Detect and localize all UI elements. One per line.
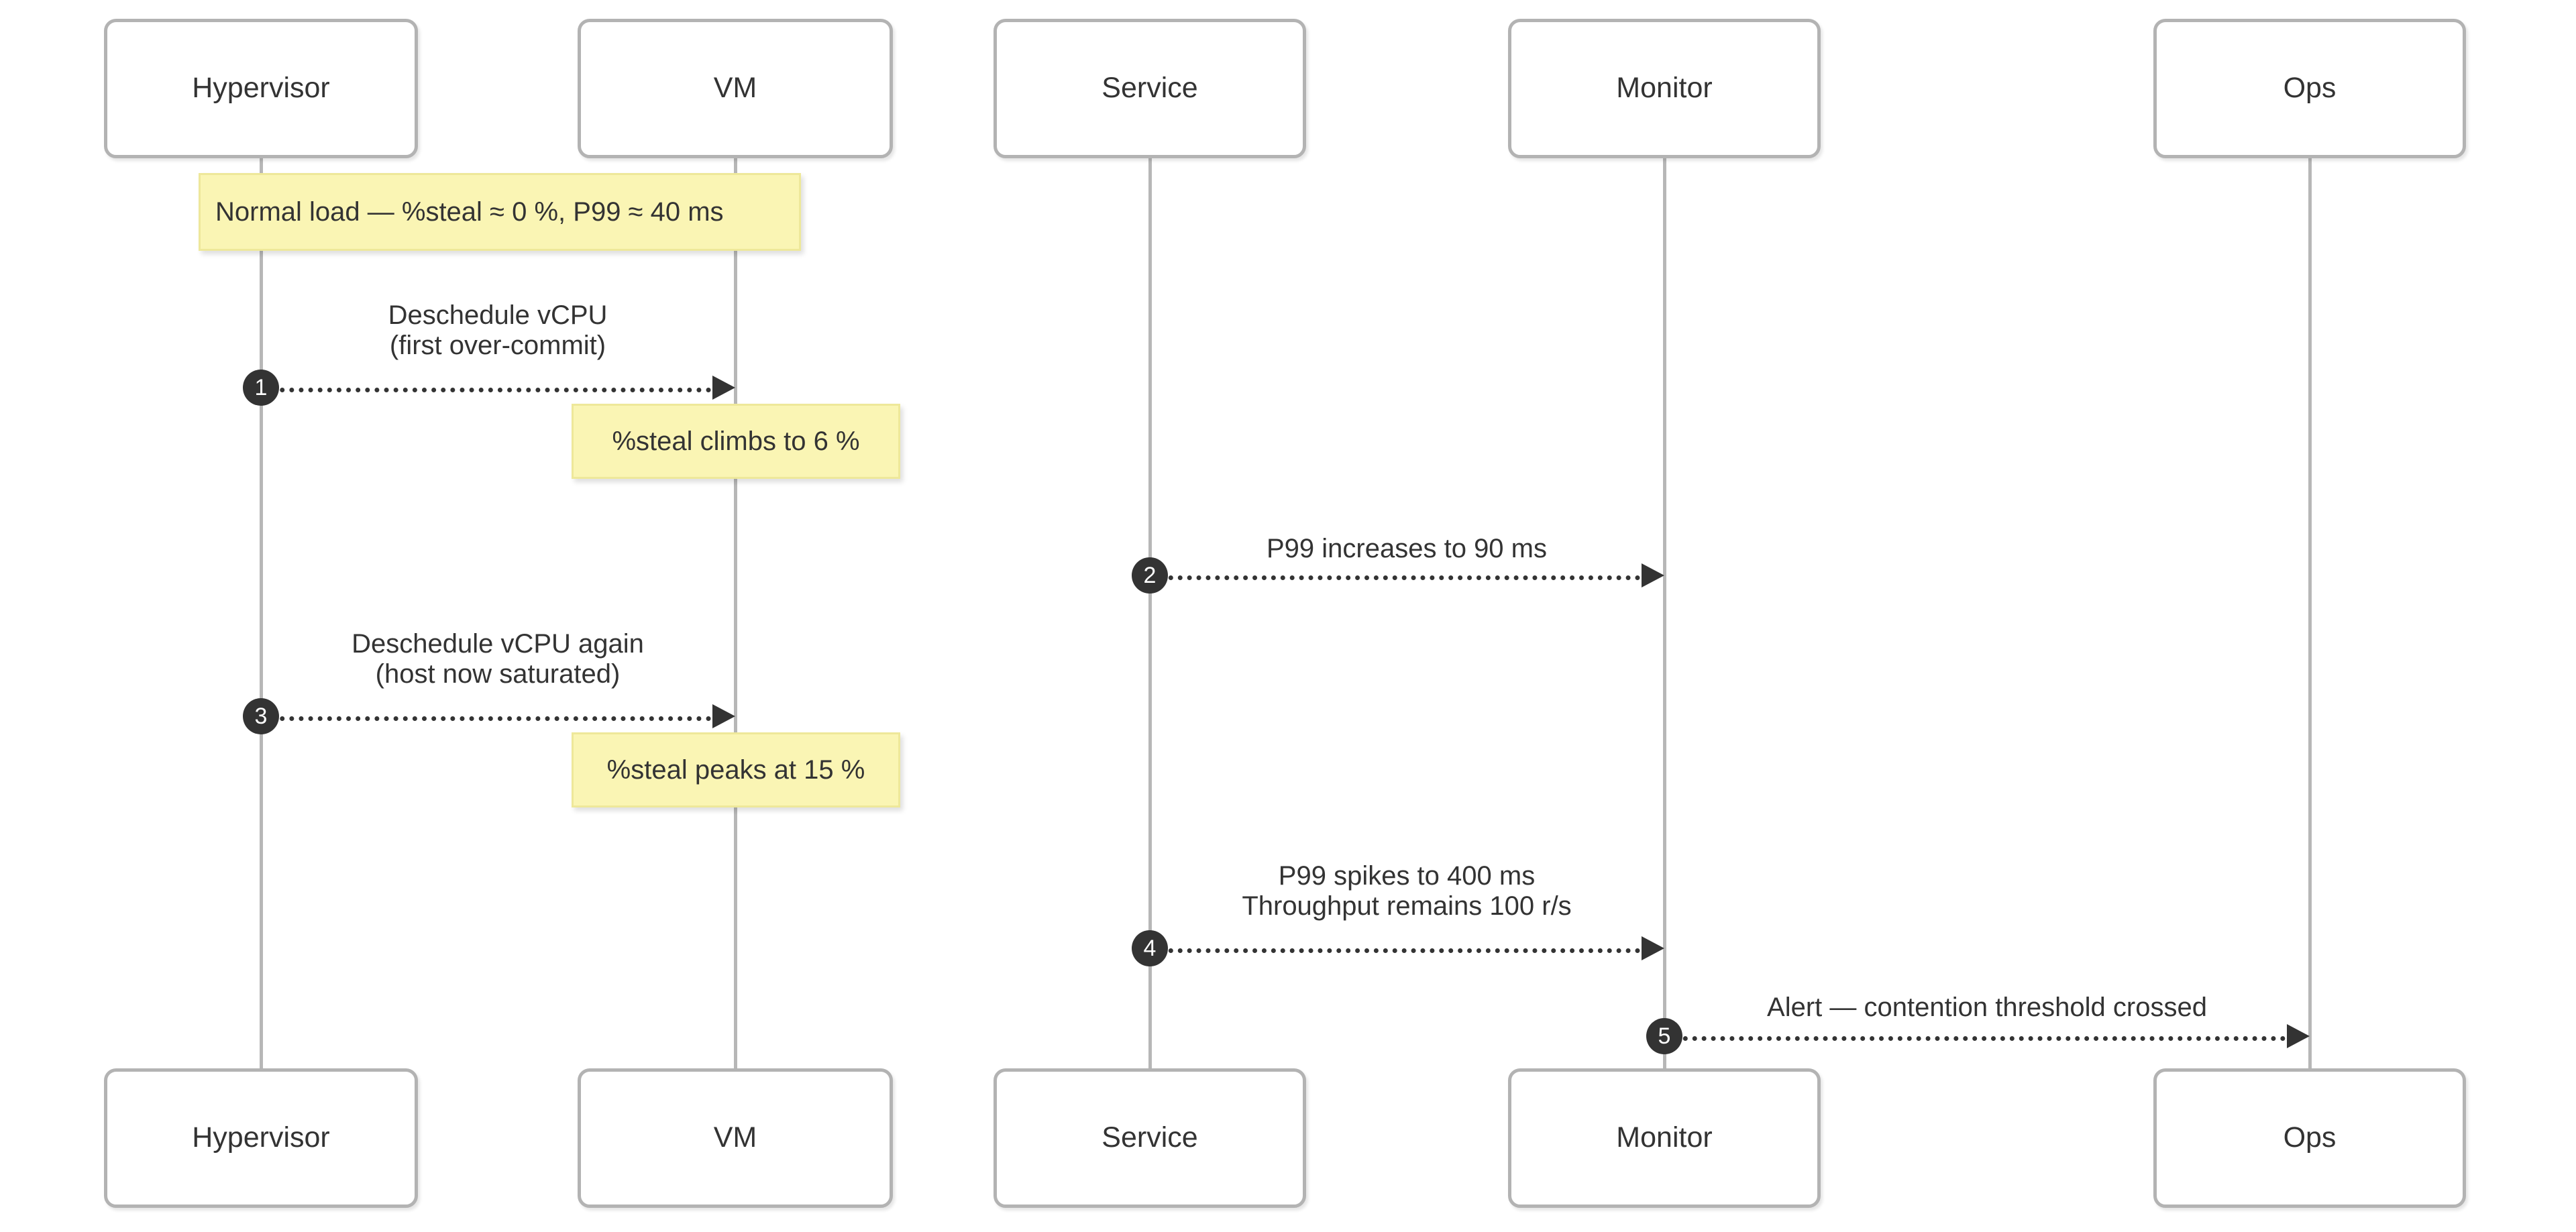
sequence-badge-3[interactable]: 3 — [243, 698, 279, 734]
message-line — [1150, 948, 1640, 953]
lifeline-vm — [734, 158, 737, 1068]
participant-service-bottom[interactable]: Service — [994, 1068, 1306, 1208]
sequence-badge-5[interactable]: 5 — [1646, 1018, 1682, 1054]
note-steal-6: %steal climbs to 6 % — [572, 404, 900, 479]
note-text: %steal climbs to 6 % — [612, 427, 860, 456]
participant-label: VM — [713, 72, 757, 105]
sequence-badge-4[interactable]: 4 — [1132, 930, 1168, 966]
message-line — [261, 388, 711, 392]
participant-ops-bottom[interactable]: Ops — [2153, 1068, 2466, 1208]
sequence-badge-1[interactable]: 1 — [243, 370, 279, 406]
note-text: %steal peaks at 15 % — [606, 755, 865, 785]
participant-vm-top[interactable]: VM — [578, 19, 893, 158]
participant-label: Monitor — [1616, 1121, 1713, 1154]
participant-label: Ops — [2283, 1121, 2337, 1154]
note-normal-load: Normal load — %steal ≈ 0 %, P99 ≈ 40 ms — [199, 173, 801, 251]
participant-label: Service — [1102, 1121, 1198, 1154]
note-steal-15: %steal peaks at 15 % — [572, 732, 900, 807]
lifeline-hypervisor — [260, 158, 263, 1068]
participant-hypervisor-top[interactable]: Hypervisor — [104, 19, 418, 158]
message-line — [261, 716, 711, 721]
lifeline-ops — [2308, 158, 2312, 1068]
participant-monitor-top[interactable]: Monitor — [1508, 19, 1821, 158]
message-label: P99 spikes to 400 ms Throughput remains … — [1242, 861, 1572, 921]
sequence-badge-number: 4 — [1143, 935, 1157, 961]
participant-label: Hypervisor — [192, 1121, 330, 1154]
sequence-badge-number: 3 — [254, 703, 268, 729]
participant-service-top[interactable]: Service — [994, 19, 1306, 158]
participant-vm-bottom[interactable]: VM — [578, 1068, 893, 1208]
message-arrowhead-icon — [1642, 936, 1664, 960]
lifeline-service — [1148, 158, 1152, 1068]
participant-label: Service — [1102, 72, 1198, 105]
message-label: Deschedule vCPU (first over-commit) — [388, 300, 608, 360]
message-label: Deschedule vCPU again (host now saturate… — [352, 629, 644, 689]
participant-ops-top[interactable]: Ops — [2153, 19, 2466, 158]
message-line — [1150, 575, 1640, 580]
participant-label: Hypervisor — [192, 72, 330, 105]
note-text: Normal load — %steal ≈ 0 %, P99 ≈ 40 ms — [215, 197, 724, 227]
participant-monitor-bottom[interactable]: Monitor — [1508, 1068, 1821, 1208]
participant-label: Monitor — [1616, 72, 1713, 105]
message-label: Alert — contention threshold crossed — [1767, 993, 2207, 1022]
message-arrowhead-icon — [1642, 563, 1664, 587]
message-arrowhead-icon — [2287, 1024, 2310, 1048]
message-arrowhead-icon — [712, 376, 735, 400]
participant-label: Ops — [2283, 72, 2337, 105]
lifeline-monitor — [1663, 158, 1666, 1068]
sequence-badge-number: 1 — [254, 374, 268, 400]
sequence-badge-2[interactable]: 2 — [1132, 557, 1168, 594]
message-label: P99 increases to 90 ms — [1267, 534, 1547, 563]
sequence-badge-number: 5 — [1658, 1023, 1671, 1049]
participant-hypervisor-bottom[interactable]: Hypervisor — [104, 1068, 418, 1208]
sequence-badge-number: 2 — [1143, 562, 1157, 588]
message-arrowhead-icon — [712, 704, 735, 728]
message-line — [1664, 1036, 2286, 1041]
participant-label: VM — [713, 1121, 757, 1154]
